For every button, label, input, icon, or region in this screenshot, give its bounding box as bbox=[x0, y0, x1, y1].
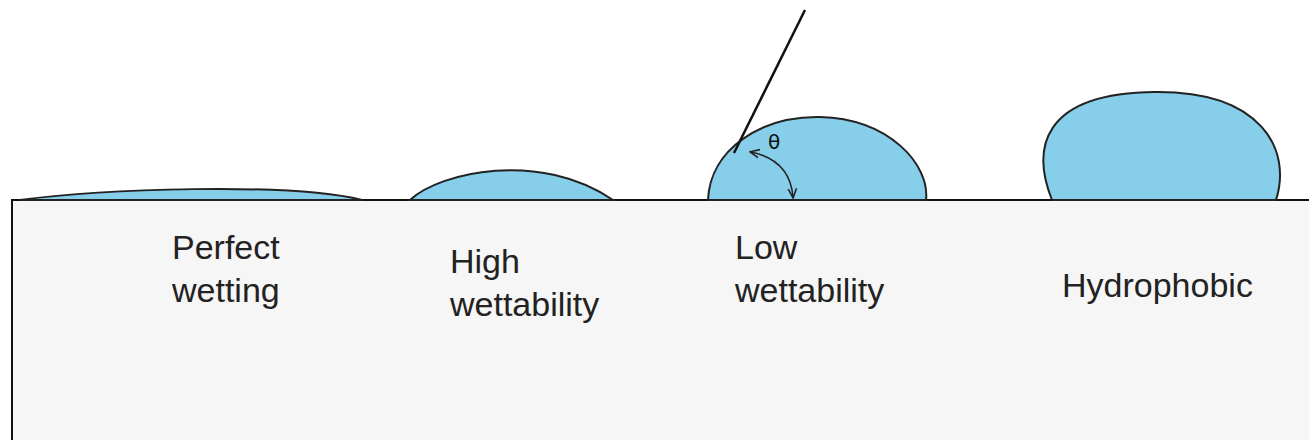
angle-arc bbox=[751, 152, 793, 197]
angle-symbol: θ bbox=[768, 130, 798, 155]
droplet-spread bbox=[410, 170, 613, 200]
state-label: High wettability bbox=[450, 240, 650, 325]
droplet-round bbox=[708, 117, 926, 200]
state-label: Low wettability bbox=[735, 226, 935, 311]
substrate bbox=[12, 200, 1309, 440]
droplet-flat bbox=[20, 189, 362, 200]
droplet-bead bbox=[1043, 92, 1280, 200]
state-label: Hydrophobic bbox=[1062, 264, 1302, 307]
state-label: Perfect wetting bbox=[172, 226, 372, 311]
